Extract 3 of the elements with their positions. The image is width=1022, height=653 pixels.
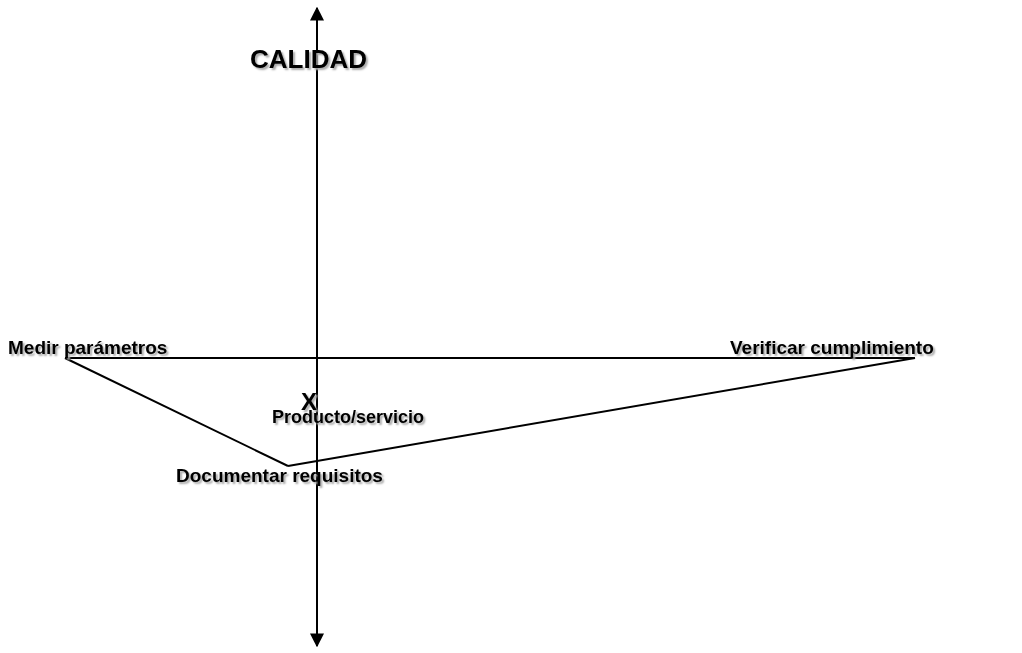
vertex-label: Medir parámetros: [8, 338, 168, 357]
triangle-side: [287, 357, 916, 467]
vertex-label: Verificar cumplimiento: [730, 338, 934, 357]
